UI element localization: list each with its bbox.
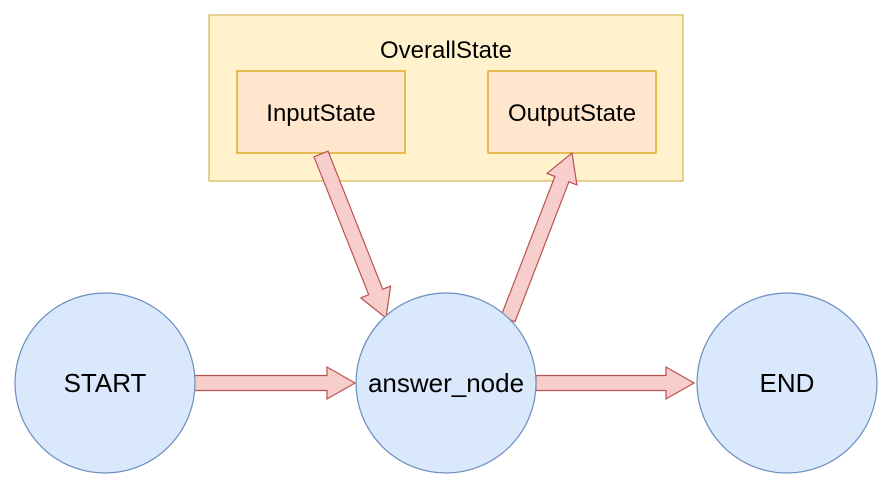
input-state-box	[236, 70, 406, 154]
answer-node-label: answer_node	[368, 368, 524, 398]
arrow-input-to-answer	[313, 150, 392, 320]
end-node	[696, 292, 878, 474]
overall-state-label: OverallState	[380, 37, 512, 64]
arrow-start-to-answer	[193, 365, 357, 401]
answer-node	[355, 292, 537, 474]
arrows-group	[193, 150, 696, 401]
end-node-label: END	[760, 368, 815, 398]
start-node-label: START	[64, 368, 147, 398]
output-state-label: OutputState	[508, 100, 636, 127]
input-state-label: InputState	[266, 100, 375, 127]
start-node	[14, 292, 196, 474]
output-state-box	[487, 70, 657, 154]
arrow-answer-to-end	[535, 365, 696, 401]
arrow-answer-to-output	[500, 151, 578, 323]
